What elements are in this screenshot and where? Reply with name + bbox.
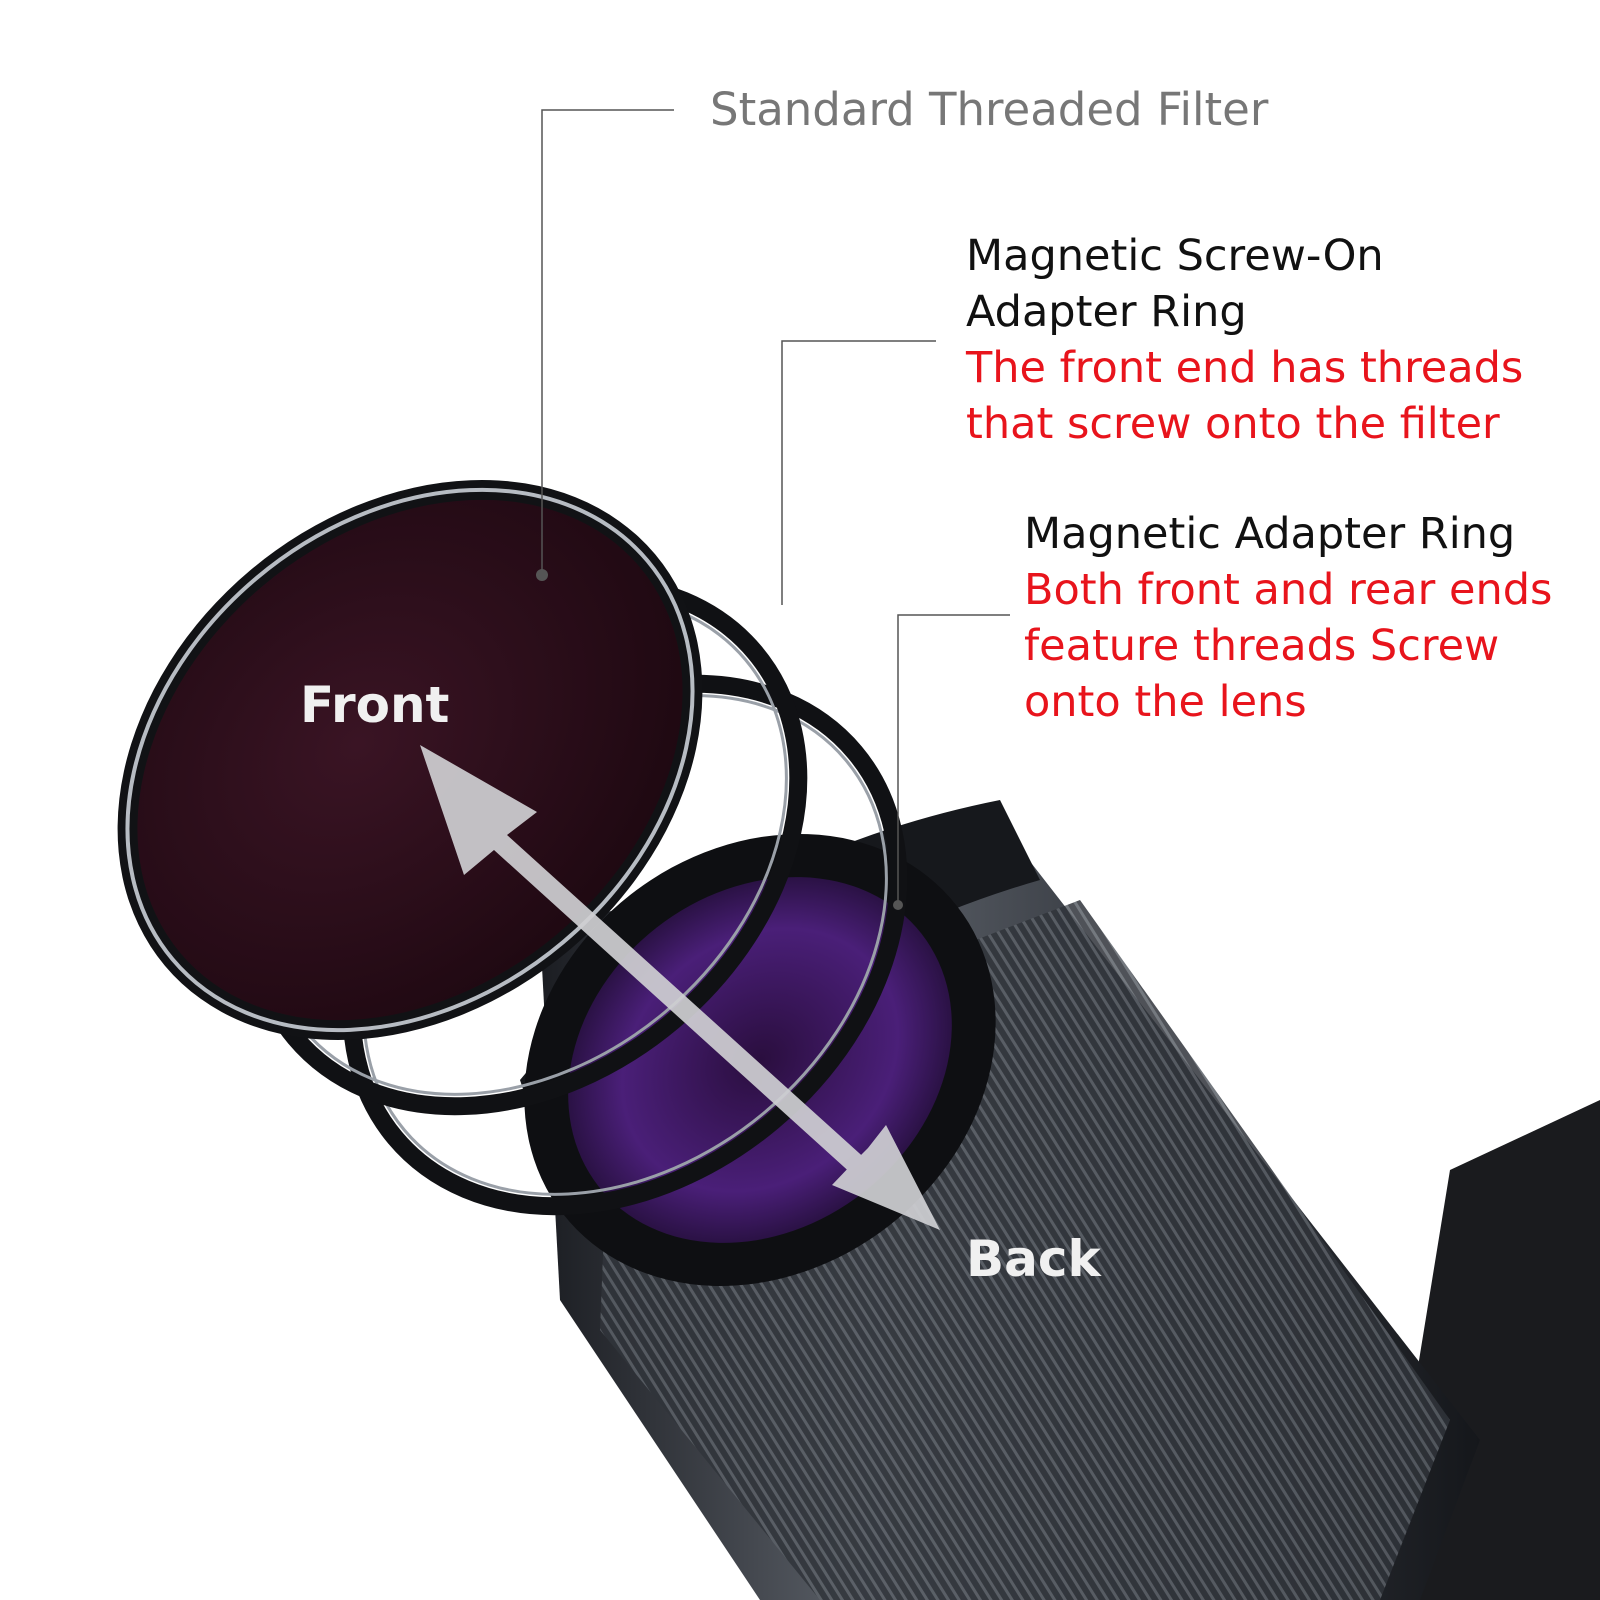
back-label: Back [966, 1230, 1101, 1288]
leader-line-screw-on-ring [781, 340, 936, 605]
leader-dot-adapter-ring [893, 900, 903, 910]
adapter-ring-title: Magnetic Adapter Ring [1024, 509, 1516, 559]
leader-dot-standard-filter [536, 569, 548, 581]
screw-on-ring-title-line2: Adapter Ring [966, 287, 1247, 337]
adapter-ring-note-line1: Both front and rear ends [1024, 565, 1553, 615]
screw-on-ring-note-line2: that screw onto the filter [966, 399, 1500, 449]
screw-on-ring-note-line1: The front end has threads [966, 343, 1524, 393]
leader-line-standard-filter [541, 109, 674, 575]
adapter-ring-note-line3: onto the lens [1024, 677, 1307, 727]
leader-line-adapter-ring [897, 614, 1010, 905]
adapter-ring-note-line2: feature threads Screw [1024, 621, 1500, 671]
standard-filter-label: Standard Threaded Filter [710, 83, 1269, 136]
screw-on-ring-title-line1: Magnetic Screw-On [966, 231, 1384, 281]
front-label: Front [300, 676, 450, 734]
direction-arrow [420, 745, 940, 1230]
filter-rim-highlight [125, 487, 695, 1033]
